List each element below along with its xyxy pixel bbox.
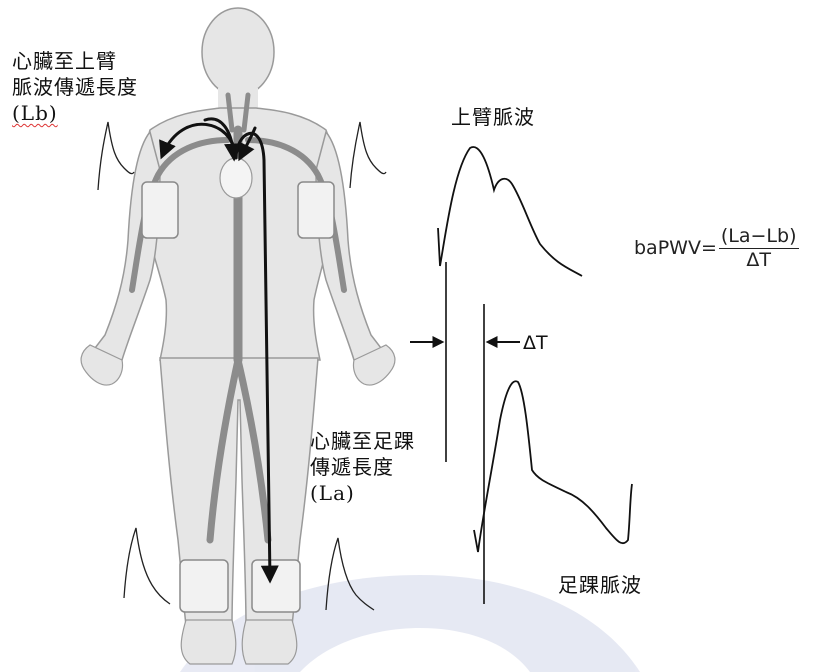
heart-to-arm-line3: (Lb) (12, 100, 138, 126)
bapwv-formula: baPWV = (La−Lb) ΔT (634, 226, 799, 270)
upper-arm-wave-label: 上臂脈波 (451, 104, 535, 130)
heart-to-arm-line1: 心臟至上臂 (12, 48, 138, 74)
heart-to-ankle-line1: 心臟至足踝 (310, 428, 415, 454)
heart-to-ankle-label: 心臟至足踝 傳遞長度 (La) (310, 428, 415, 506)
heart-to-arm-label: 心臟至上臂 脈波傳遞長度 (Lb) (12, 48, 138, 126)
formula-numerator: (La−Lb) (719, 226, 799, 249)
ankle-waveform (474, 381, 632, 552)
upper-arm-waveform (438, 147, 582, 276)
delta-t-label: ΔT (523, 332, 548, 354)
formula-equals: = (701, 237, 717, 259)
formula-denominator: ΔT (746, 249, 771, 270)
formula-fraction: (La−Lb) ΔT (719, 226, 799, 270)
heart-to-ankle-line2: 傳遞長度 (310, 454, 415, 480)
heart-to-ankle-line3: (La) (310, 480, 415, 506)
formula-lhs: baPWV (634, 237, 701, 259)
heart-to-arm-line2: 脈波傳遞長度 (12, 74, 138, 100)
ankle-wave-label: 足踝脈波 (558, 572, 642, 598)
